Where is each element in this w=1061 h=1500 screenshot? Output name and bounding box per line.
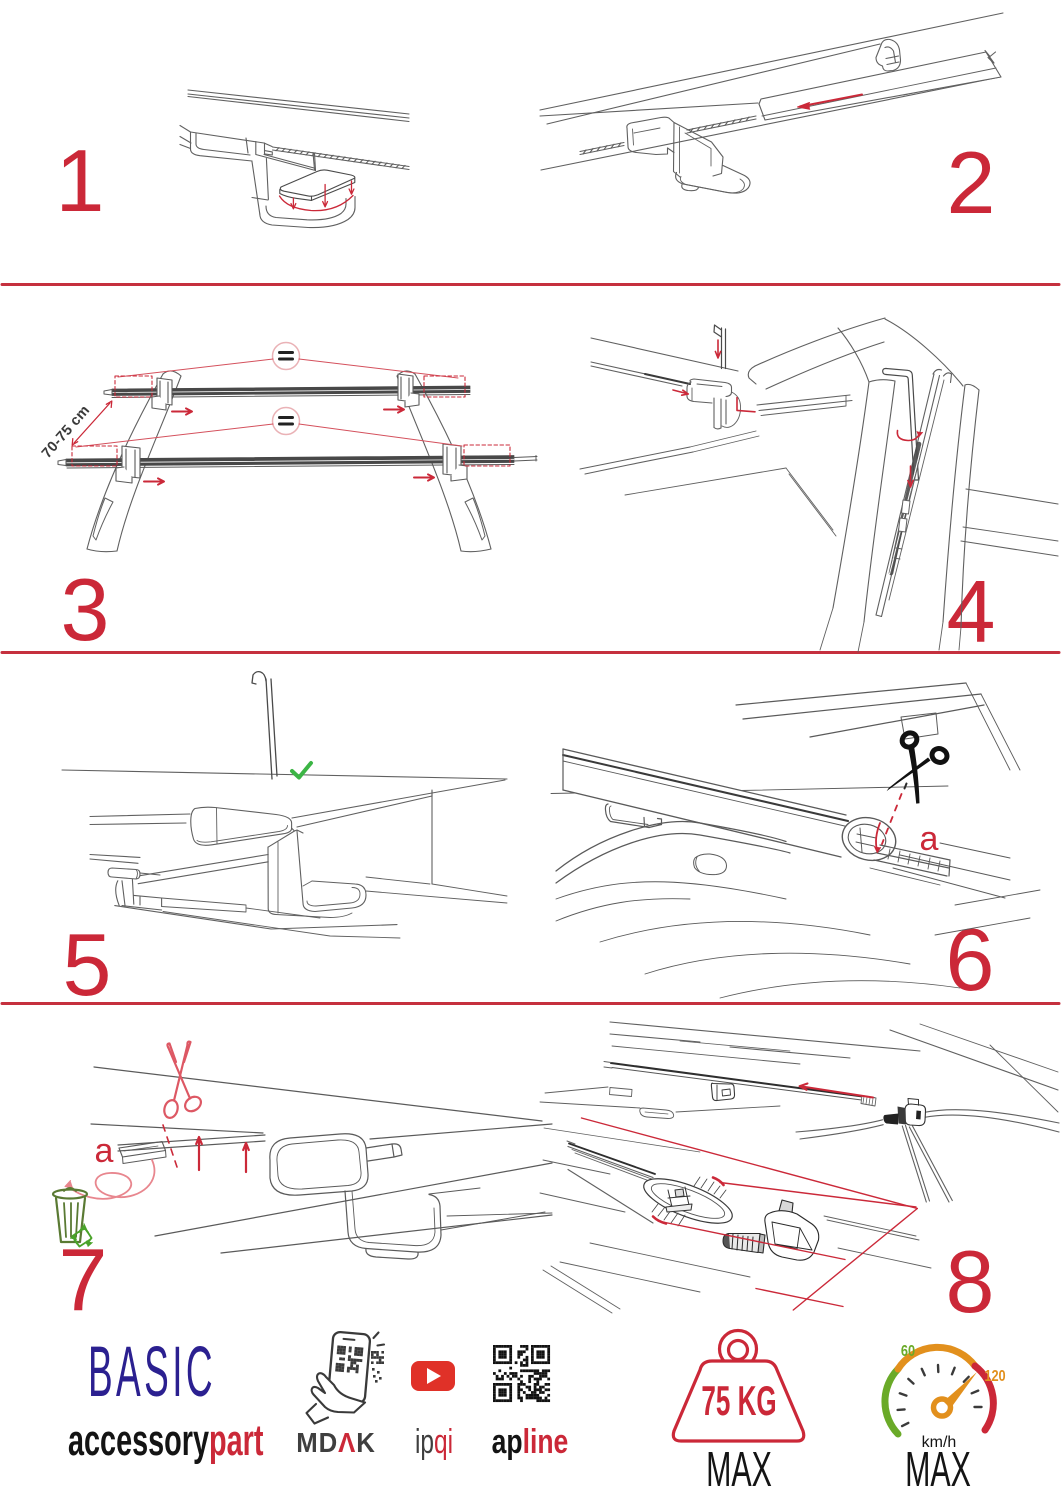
svg-text:accessorypart: accessorypart bbox=[68, 1415, 263, 1465]
svg-text:MAX: MAX bbox=[905, 1442, 971, 1497]
svg-text:2: 2 bbox=[947, 133, 996, 232]
svg-text:BASIC: BASIC bbox=[88, 1333, 216, 1412]
svg-text:4: 4 bbox=[947, 562, 996, 661]
svg-text:8: 8 bbox=[946, 1232, 995, 1331]
svg-text:km/h: km/h bbox=[922, 1434, 957, 1451]
svg-text:MDΛK: MDΛK bbox=[296, 1427, 376, 1458]
svg-text:75 KG: 75 KG bbox=[701, 1378, 776, 1425]
svg-text:ipqi: ipqi bbox=[415, 1423, 453, 1461]
svg-text:6: 6 bbox=[946, 910, 995, 1009]
svg-text:7: 7 bbox=[59, 1230, 108, 1329]
svg-text:70-75 cm: 70-75 cm bbox=[39, 402, 93, 461]
svg-text:5: 5 bbox=[63, 915, 112, 1014]
svg-text:3: 3 bbox=[61, 560, 110, 659]
svg-text:120: 120 bbox=[984, 1368, 1005, 1386]
svg-text:a: a bbox=[920, 820, 939, 858]
svg-text:apline: apline bbox=[492, 1423, 569, 1461]
svg-text:a: a bbox=[95, 1132, 114, 1170]
svg-text:1: 1 bbox=[56, 131, 105, 230]
svg-text:60: 60 bbox=[901, 1343, 915, 1361]
svg-text:MAX: MAX bbox=[706, 1442, 772, 1497]
